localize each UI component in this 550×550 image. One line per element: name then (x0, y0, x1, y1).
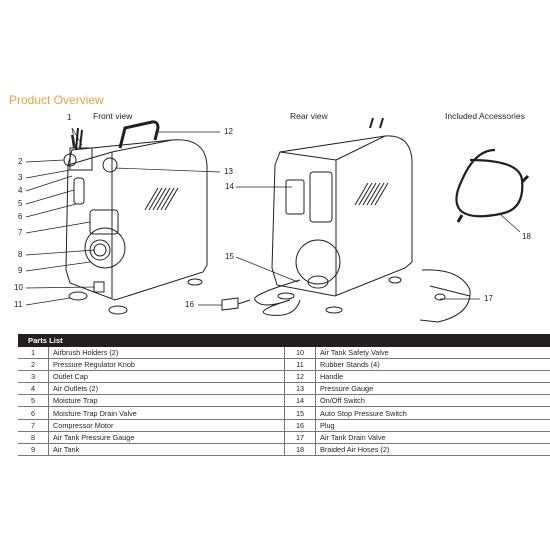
accessories-label: Included Accessories (445, 111, 525, 121)
part-name: Pressure Regulator Knob (48, 358, 285, 372)
safety-valve-icon (93, 281, 105, 293)
pressure-switch-icon (309, 171, 333, 223)
part-name: Auto Stop Pressure Switch (315, 406, 550, 420)
part-number: 3 (18, 370, 49, 384)
front-view-compressor (63, 120, 208, 315)
part-number: 15 (284, 406, 316, 420)
part-name: Air Tank (48, 443, 285, 456)
part-name: Airbrush Holders (2) (48, 347, 285, 360)
part-number: 11 (284, 358, 316, 372)
part-number: 14 (284, 394, 316, 408)
part-name: Handle (315, 370, 550, 384)
part-number: 12 (284, 370, 316, 384)
part-name: Outlet Cap (48, 370, 285, 384)
magnifier-detail (419, 269, 471, 323)
parts-list-header: Parts List (18, 334, 550, 347)
callout-12: 12 (224, 127, 233, 136)
callout-8: 8 (18, 250, 23, 259)
part-name: Braided Air Hoses (2) (315, 443, 550, 456)
part-name: On/Off Switch (315, 394, 550, 408)
part-number: 2 (18, 358, 49, 372)
callout-14: 14 (225, 182, 234, 191)
callout-1: 1 (67, 113, 72, 122)
part-number: 17 (284, 431, 316, 444)
part-name: Air Tank Drain Valve (315, 431, 550, 444)
part-name: Compressor Motor (48, 419, 285, 432)
part-name: Rubber Stands (4) (315, 358, 550, 372)
page-title: Product Overview (9, 93, 104, 107)
parts-list-title: Parts List (18, 334, 550, 347)
callout-4: 4 (18, 186, 23, 195)
part-name: Pressure Gauge (315, 382, 550, 396)
part-number: 6 (18, 406, 49, 420)
airbrush-holder-icon (71, 127, 83, 151)
moisture-trap-icon (73, 177, 85, 205)
part-name: Moisture Trap Drain Valve (48, 406, 285, 420)
part-number: 10 (284, 347, 316, 360)
plug-icon (221, 297, 239, 311)
front-view-label: Front view (93, 111, 133, 121)
callout-17: 17 (484, 294, 493, 303)
callout-3: 3 (18, 173, 23, 182)
pressure-gauge-icon (102, 157, 118, 173)
vent-icon (144, 187, 179, 211)
part-number: 7 (18, 419, 49, 432)
callout-9: 9 (18, 266, 23, 275)
part-number: 9 (18, 443, 49, 456)
callout-7: 7 (18, 228, 23, 237)
callout-15: 15 (225, 252, 234, 261)
callout-2: 2 (18, 157, 23, 166)
part-number: 8 (18, 431, 49, 444)
part-name: Air Tank Pressure Gauge (48, 431, 285, 444)
on-off-switch-icon (285, 179, 305, 215)
part-name: Air Tank Safety Valve (315, 347, 550, 360)
vent-icon (354, 182, 389, 206)
callout-16: 16 (185, 300, 194, 309)
power-cord-icon (237, 279, 301, 316)
part-name: Air Outlets (2) (48, 382, 285, 396)
part-number: 4 (18, 382, 49, 396)
product-diagram (25, 117, 530, 323)
part-number: 1 (18, 347, 49, 360)
part-name: Plug (315, 419, 550, 432)
part-number: 5 (18, 394, 49, 408)
callout-13: 13 (224, 167, 233, 176)
part-number: 18 (284, 443, 316, 456)
tank-gauge-icon (93, 243, 107, 257)
part-name: Moisture Trap (48, 394, 285, 408)
rubber-stand-icon (68, 291, 88, 301)
part-number: 16 (284, 419, 316, 432)
callout-6: 6 (18, 212, 23, 221)
rear-view-compressor (221, 117, 413, 316)
callout-18: 18 (522, 232, 531, 241)
callout-5: 5 (18, 199, 23, 208)
air-hose-icon (455, 148, 530, 223)
handle-icon (118, 120, 160, 149)
callout-11: 11 (14, 300, 23, 309)
air-tank-icon (84, 227, 126, 269)
rear-view-label: Rear view (290, 111, 328, 121)
callout-10: 10 (14, 283, 23, 292)
part-number: 13 (284, 382, 316, 396)
